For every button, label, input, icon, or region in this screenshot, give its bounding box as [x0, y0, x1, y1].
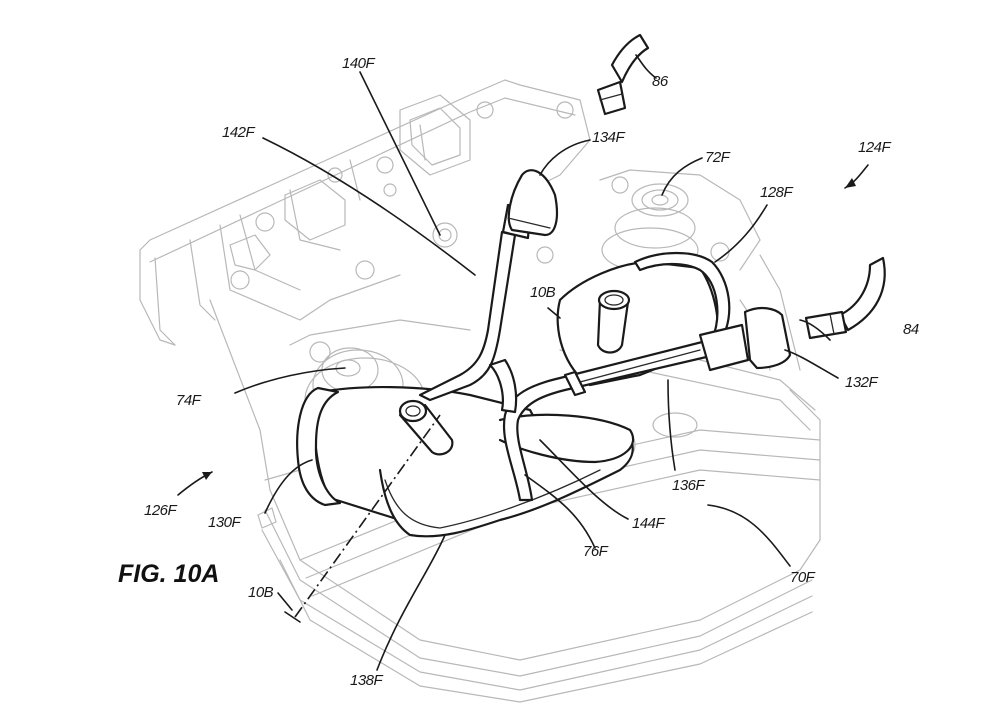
intake-manifold-assembly: [296, 169, 792, 538]
tube-stub-right: [596, 298, 630, 354]
flange-130F: [296, 386, 342, 507]
nut-132F: [743, 306, 792, 370]
label-10B-upper: 10B: [530, 284, 556, 301]
label-128F: 128F: [760, 184, 794, 201]
injector-cap-134F: [507, 169, 559, 237]
label-124F: 124F: [858, 139, 892, 156]
figure-title: FIG. 10A: [118, 560, 219, 588]
label-84: 84: [903, 321, 919, 338]
label-76F: 76F: [583, 543, 609, 560]
fuel-line-140F: [418, 230, 517, 402]
cylinder-head-housing: [139, 79, 821, 703]
label-70F: 70F: [790, 569, 816, 586]
label-142F: 142F: [222, 124, 256, 141]
label-132F: 132F: [845, 374, 879, 391]
label-138F: 138F: [350, 672, 384, 689]
label-140F: 140F: [342, 55, 376, 72]
fitting-132F: [698, 323, 750, 372]
section-arrow-lower: [277, 592, 293, 611]
label-72F: 72F: [705, 149, 731, 166]
label-136F: 136F: [672, 477, 706, 494]
label-74F: 74F: [176, 392, 202, 409]
fuel-line-branch: [488, 358, 518, 414]
label-134F: 134F: [592, 129, 626, 146]
label-126F: 126F: [144, 502, 178, 519]
label-130F: 130F: [208, 514, 242, 531]
hose-86: [596, 33, 650, 116]
section-arrow-upper: [547, 307, 561, 319]
label-144F: 144F: [632, 515, 666, 532]
label-10B-lower: 10B: [248, 584, 274, 601]
hose-84: [804, 256, 886, 340]
leader-lines: [177, 54, 869, 671]
loop-136F: [498, 413, 635, 464]
label-86: 86: [652, 73, 669, 90]
section-line-10B: [294, 414, 441, 618]
